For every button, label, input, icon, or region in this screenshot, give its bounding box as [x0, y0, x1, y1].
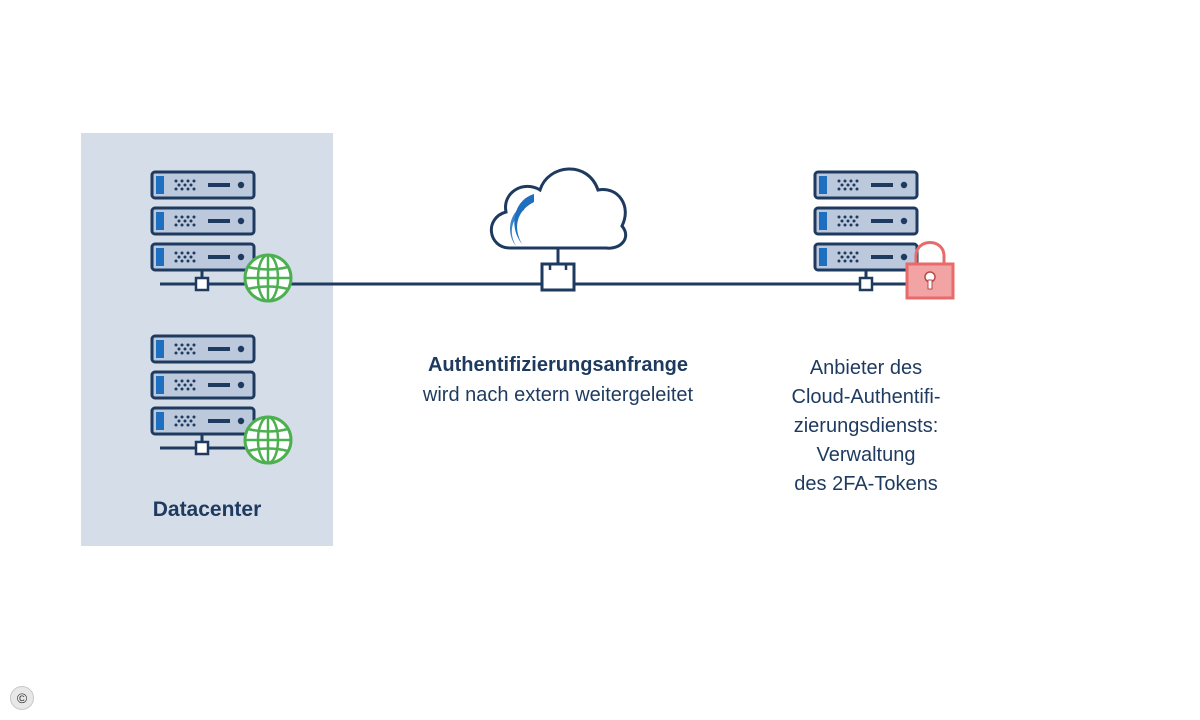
globe-icon — [243, 415, 293, 465]
globe-icon — [243, 253, 293, 303]
server-icon — [150, 170, 256, 200]
copyright-icon: © — [10, 686, 34, 710]
server-icon — [150, 242, 256, 272]
provider-line: des 2FA-Tokens — [794, 473, 938, 495]
server-stack-top — [150, 170, 256, 292]
provider-line: Anbieter des — [809, 357, 923, 379]
auth-request-title: Authentifizierungsanfrange — [427, 354, 688, 376]
lock-icon — [905, 241, 955, 300]
server-icon — [813, 206, 919, 236]
server-icon — [150, 406, 256, 436]
provider-server-stack — [813, 170, 919, 292]
provider-line: Cloud-Authentifi- — [791, 386, 941, 408]
datacenter-label: Datacenter — [152, 498, 262, 521]
server-icon — [813, 170, 919, 200]
server-icon — [150, 334, 256, 364]
provider-line: Verwaltung — [816, 444, 916, 466]
auth-request-subtitle: wird nach extern weitergeleitet — [422, 384, 694, 406]
cloud-icon — [489, 167, 628, 292]
server-icon — [813, 242, 919, 272]
server-icon — [150, 206, 256, 236]
provider-description: Anbieter des Cloud-Authentifi- zierungsd… — [756, 354, 976, 499]
server-icon — [150, 370, 256, 400]
provider-line: zierungsdiensts: — [793, 415, 939, 437]
server-stack-bottom — [150, 334, 256, 456]
